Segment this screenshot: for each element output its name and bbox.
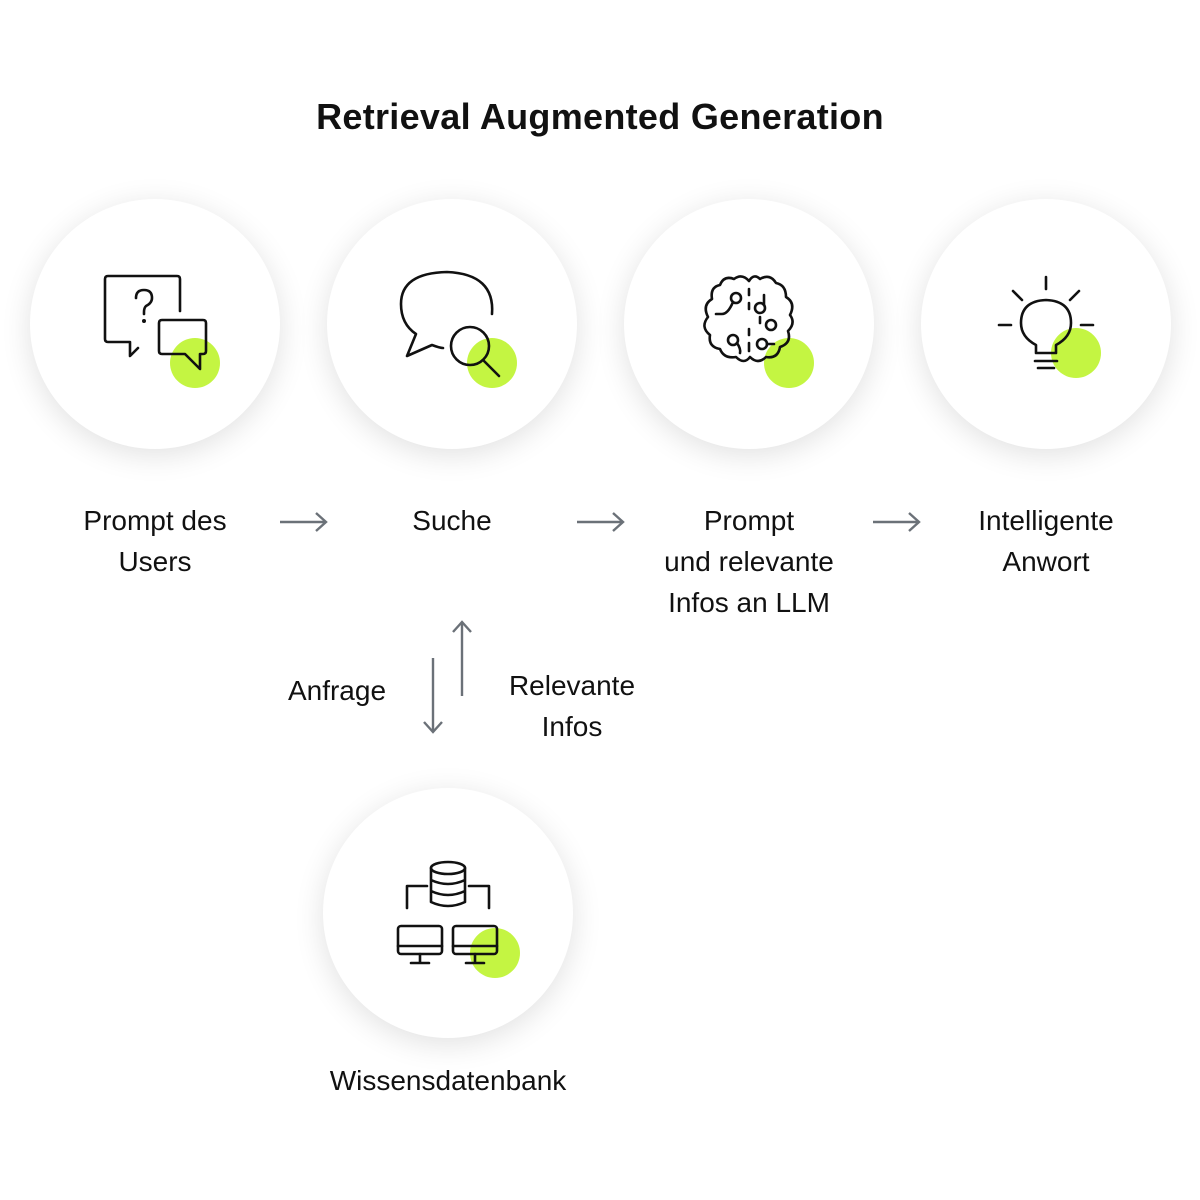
- database-network-icon: [396, 860, 520, 978]
- label-line: Intelligente: [978, 505, 1114, 536]
- arrow-down-icon: [423, 658, 443, 734]
- step-prompt-label: Prompt des Users: [25, 500, 285, 582]
- brain-circuit-icon: [703, 275, 814, 388]
- request-label: Anfrage: [287, 675, 387, 706]
- label-line: Infos an LLM: [668, 587, 830, 618]
- step-search-label: Suche: [322, 500, 582, 541]
- label-line: Prompt des: [83, 505, 227, 536]
- label-line: Anwort: [1002, 546, 1090, 577]
- step-answer-circle: [921, 199, 1171, 449]
- arrow-right-icon: [873, 512, 921, 532]
- arrow-right-icon: [280, 512, 328, 532]
- knowledge-base-label: Wissensdatenbank: [329, 1065, 567, 1096]
- response-label: Relevante Infos: [442, 665, 702, 747]
- arrow-right-icon: [577, 512, 625, 532]
- diagram-title: Retrieval Augmented Generation: [316, 96, 884, 137]
- step-llm-circle: [624, 199, 874, 449]
- step-search-circle: [327, 199, 577, 449]
- step-prompt-circle: [30, 199, 280, 449]
- step-llm-label: Prompt und relevante Infos an LLM: [619, 500, 879, 623]
- label-line: Users: [118, 546, 192, 577]
- label-line: Suche: [412, 505, 492, 536]
- label-line: Relevante: [508, 670, 636, 701]
- label-line: und relevante: [664, 546, 834, 577]
- step-answer-label: Intelligente Anwort: [916, 500, 1176, 582]
- lightbulb-icon: [997, 275, 1101, 378]
- chat-question-icon: [103, 274, 220, 388]
- knowledge-base-circle: [323, 788, 573, 1038]
- chat-search-icon: [399, 270, 517, 388]
- arrow-up-icon: [452, 620, 472, 696]
- label-line: Infos: [541, 711, 603, 742]
- label-line: Prompt: [703, 505, 795, 536]
